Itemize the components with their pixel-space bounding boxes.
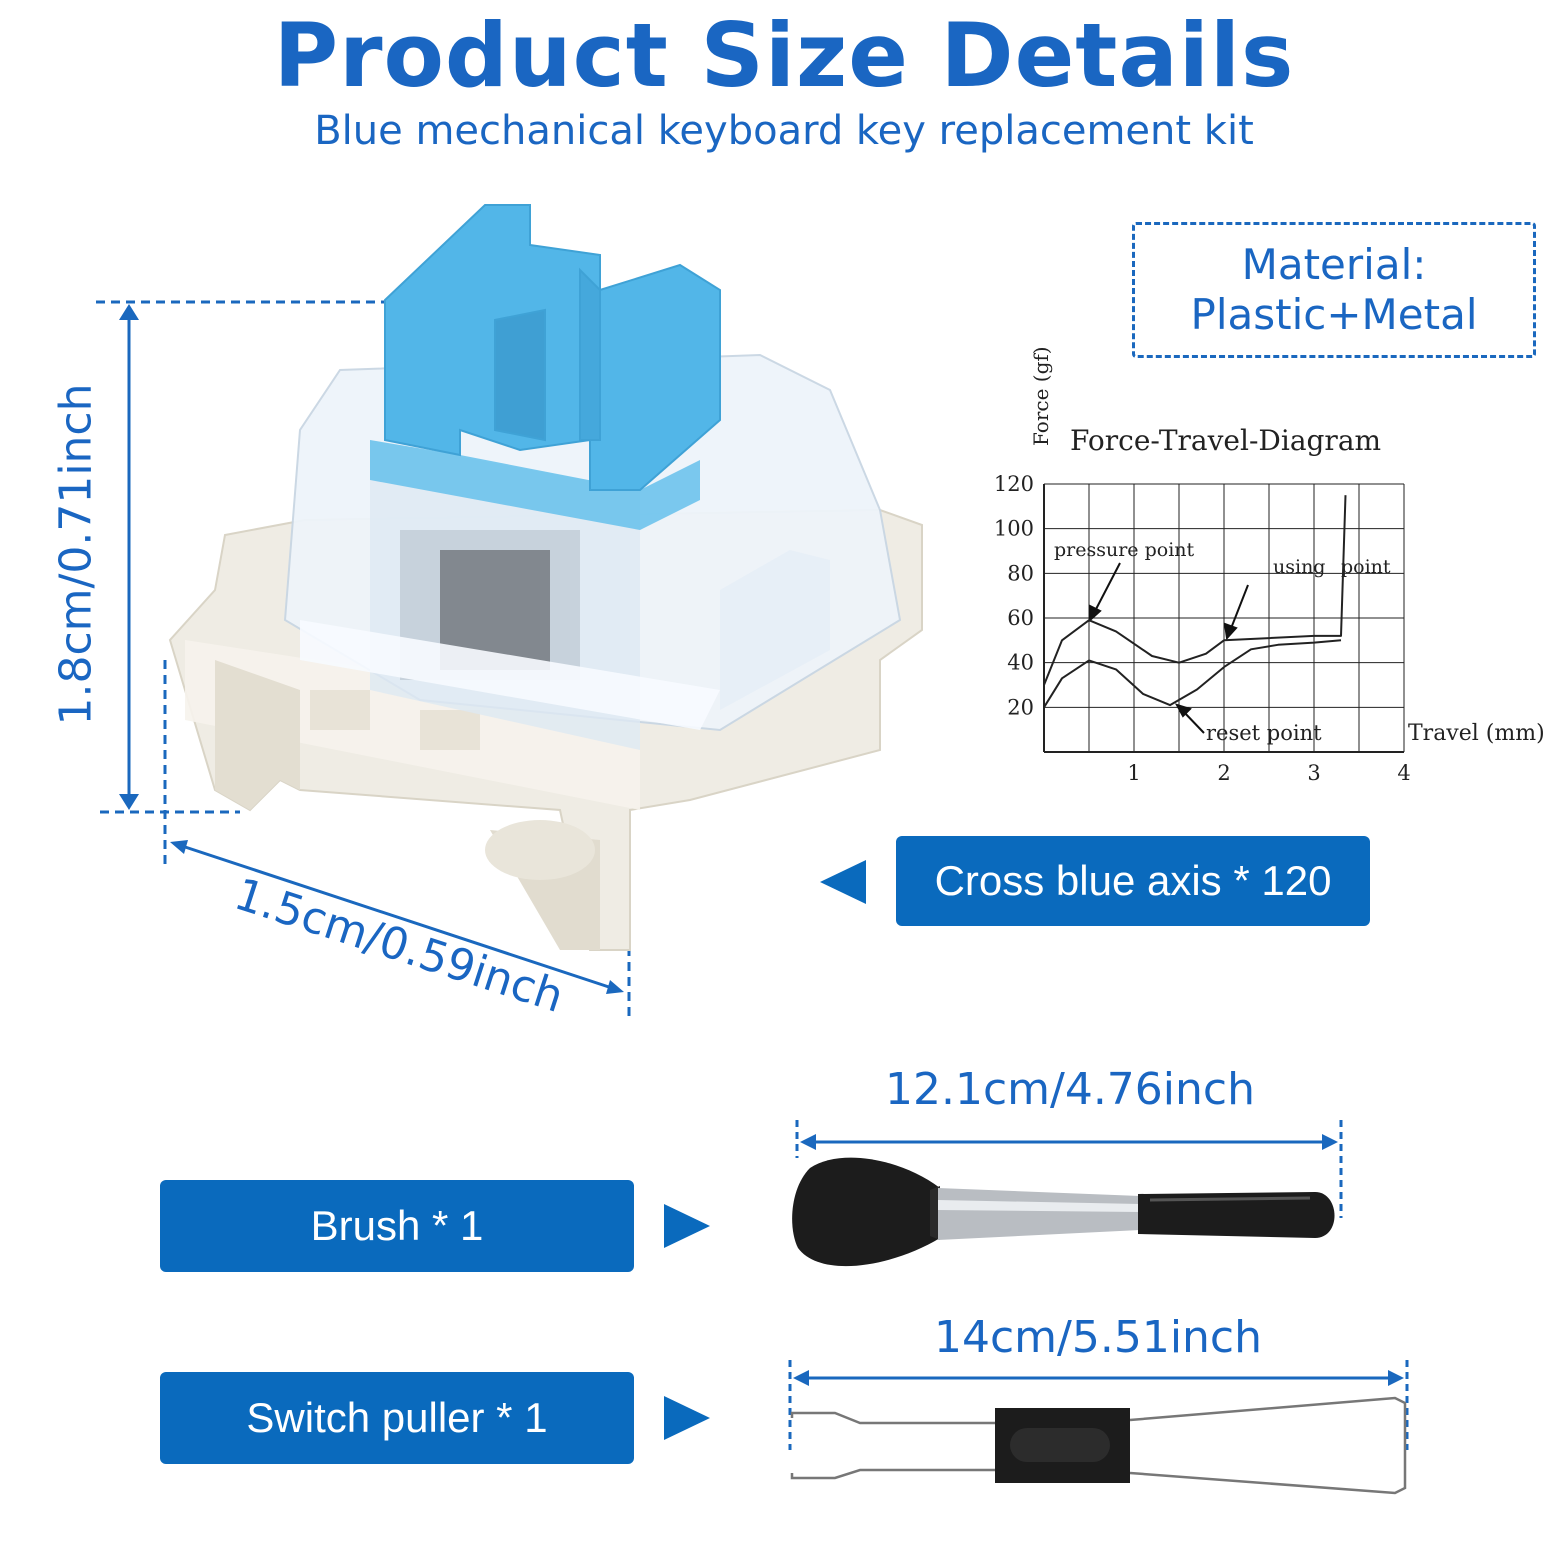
chart-y-tick: 60 [1007, 606, 1034, 630]
chart-annotation-using: using [1273, 556, 1325, 578]
material-value: Plastic+Metal [1190, 290, 1478, 339]
puller-length-label: 14cm/5.51inch [933, 1312, 1263, 1363]
switch-stem [384, 204, 721, 491]
chart-annotation-using-point: point [1341, 556, 1391, 578]
chart-y-tick: 100 [994, 517, 1034, 541]
puller-wire [790, 1396, 1407, 1495]
triangle-left-icon [820, 860, 866, 904]
material-label: Material: [1241, 240, 1427, 289]
puller-grip [995, 1408, 1130, 1483]
puller-label: Switch puller * 1 [160, 1372, 634, 1464]
puller-illustration [788, 1360, 1409, 1495]
chart-x-tick: 4 [1397, 761, 1410, 785]
chart-title: Force-Travel-Diagram [1070, 424, 1381, 457]
chart-series-line [1043, 639, 1342, 708]
brush-bristles [792, 1157, 940, 1267]
page-subtitle: Blue mechanical keyboard key replacement… [314, 108, 1254, 154]
triangle-right-icon [664, 1204, 710, 1248]
chart-y-tick: 80 [1007, 561, 1034, 585]
brush-ferrule [938, 1188, 1140, 1240]
chart-x-tick: 1 [1127, 761, 1140, 785]
force-travel-chart: Force-Travel-Diagram Force (gf) Travel (… [994, 346, 1545, 785]
puller-length-dimension [788, 1360, 1409, 1450]
switch-label: Cross blue axis * 120 [896, 836, 1370, 926]
chart-series-line [1043, 495, 1347, 686]
page-title: Product Size Details [273, 4, 1295, 107]
material-box: Material: Plastic+Metal [1132, 222, 1536, 358]
chart-annotation-pressure: pressure point [1054, 539, 1195, 561]
brush-handle [1138, 1192, 1335, 1238]
chart-annotation-reset: reset point [1206, 721, 1322, 745]
chart-y-tick: 40 [1007, 651, 1034, 675]
chart-y-tick: 20 [1007, 695, 1034, 719]
switch-height-label: 1.8cm/0.71inch [50, 383, 102, 726]
brush-length-dimension [795, 1120, 1343, 1218]
switch-illustration [96, 204, 923, 1020]
chart-grid [1043, 483, 1405, 753]
chart-x-tick: 3 [1307, 761, 1320, 785]
chart-y-label: Force (gf) [1029, 346, 1053, 446]
brush-label: Brush * 1 [160, 1180, 634, 1272]
triangle-right-icon [664, 1396, 710, 1440]
chart-x-tick: 2 [1217, 761, 1230, 785]
chart-annotation-arrows [1089, 562, 1249, 734]
chart-x-label: Travel (mm) [1408, 721, 1545, 746]
switch-height-dimension [96, 300, 390, 814]
brush-illustration [792, 1120, 1343, 1267]
chart-y-tick: 120 [994, 472, 1034, 496]
brush-length-label: 12.1cm/4.76inch [884, 1064, 1255, 1115]
